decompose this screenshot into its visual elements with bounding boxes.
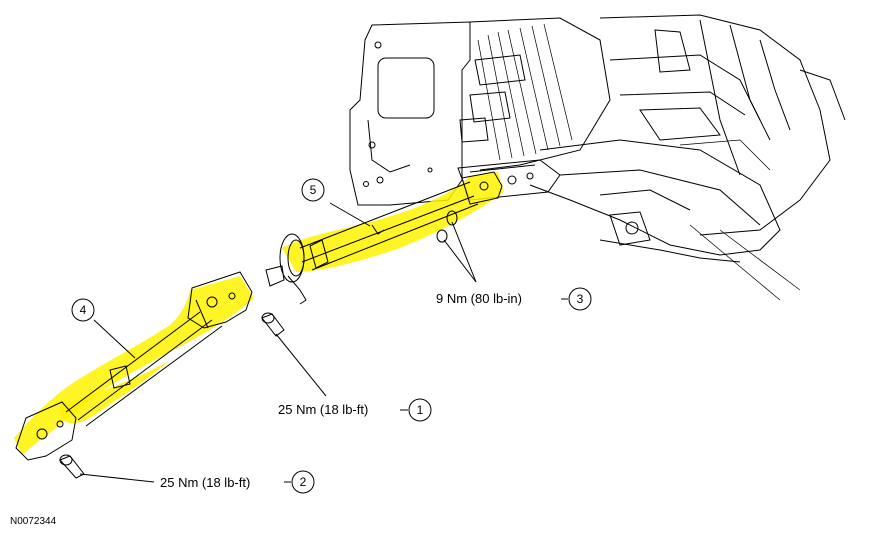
callout-number: 3 xyxy=(577,292,584,306)
lower-intermediate-shaft xyxy=(15,271,285,479)
callout-number: 2 xyxy=(300,475,307,489)
figure-id: N0072344 xyxy=(10,516,57,527)
callout-number: 5 xyxy=(310,183,317,197)
callout-3: 9 Nm (80 lb-in) 3 xyxy=(436,287,592,311)
vehicle-structure xyxy=(349,14,846,301)
leader-lines xyxy=(79,202,477,483)
torque-label: 9 Nm (80 lb-in) xyxy=(436,291,522,306)
upper-intermediate-shaft xyxy=(265,171,503,305)
torque-label: 25 Nm (18 lb-ft) xyxy=(278,402,368,417)
shaft-highlight xyxy=(14,172,504,455)
callout-4: 4 xyxy=(71,298,95,322)
callout-number: 1 xyxy=(417,403,424,417)
callout-2: 25 Nm (18 lb-ft) 2 xyxy=(160,470,315,494)
torque-label: 25 Nm (18 lb-ft) xyxy=(160,475,250,490)
callout-1: 25 Nm (18 lb-ft) 1 xyxy=(278,398,432,422)
callout-5: 5 xyxy=(301,178,325,202)
callout-number: 4 xyxy=(80,303,87,317)
